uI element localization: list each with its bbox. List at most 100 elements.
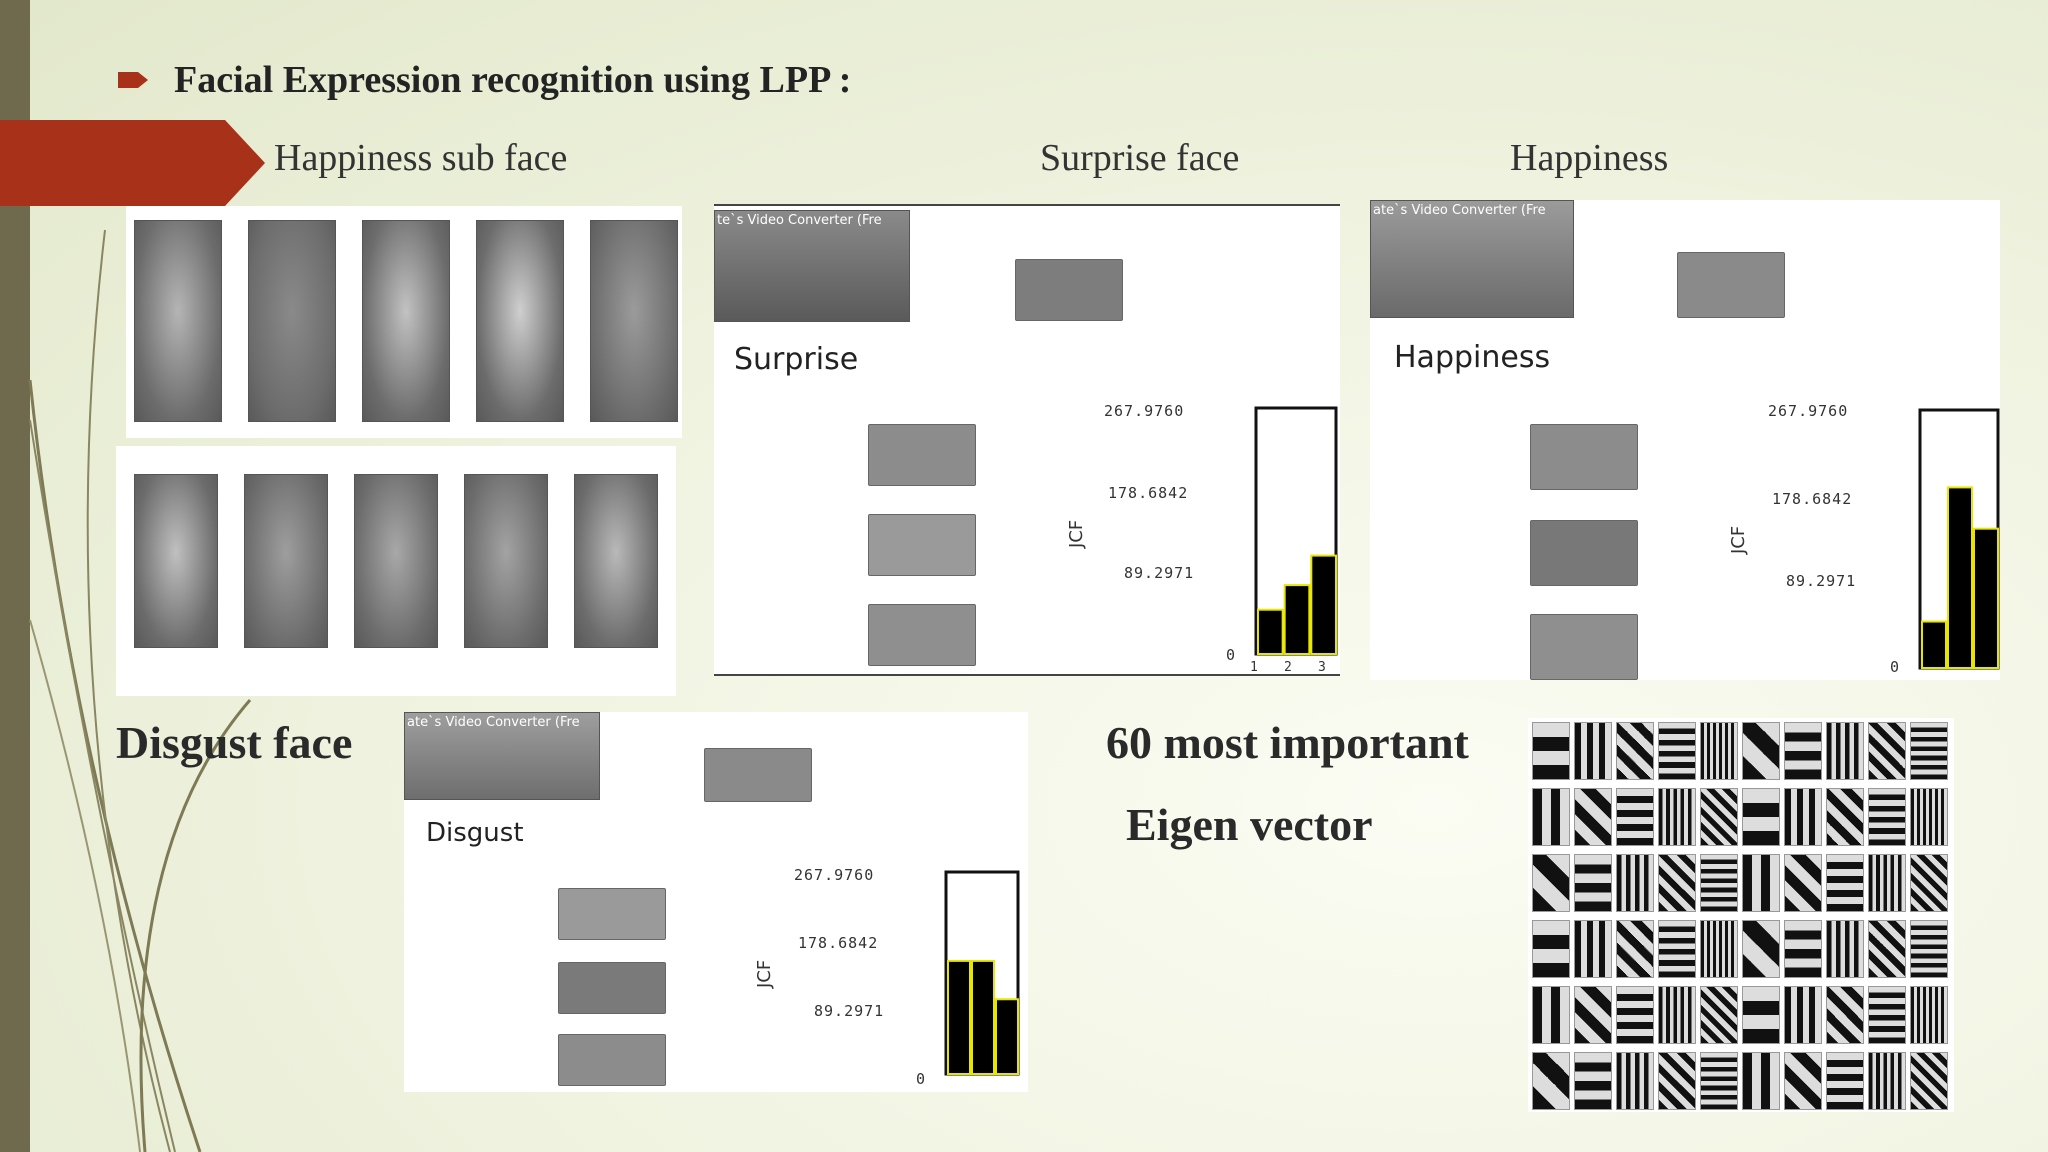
eigen-vector-tile bbox=[1826, 920, 1864, 978]
sub-face-image bbox=[134, 474, 218, 648]
eigen-vector-tile bbox=[1700, 920, 1738, 978]
eigen-vector-tile bbox=[1784, 722, 1822, 780]
surprise-sub-face-3 bbox=[868, 604, 976, 666]
bar-3 bbox=[995, 998, 1019, 1075]
surprise-webcam-frame: te`s Video Converter (Fre bbox=[714, 210, 910, 322]
bar-1 bbox=[1257, 608, 1284, 655]
eigen-vector-tile bbox=[1910, 788, 1948, 846]
sub-face-image bbox=[464, 474, 548, 648]
eigen-vector-tile bbox=[1742, 986, 1780, 1044]
eigen-vector-tile bbox=[1700, 986, 1738, 1044]
eigen-vector-tile bbox=[1742, 788, 1780, 846]
eigen-vector-tile bbox=[1700, 722, 1738, 780]
eigen-vector-tile bbox=[1910, 986, 1948, 1044]
window-title: ate`s Video Converter (Fre bbox=[1373, 203, 1546, 218]
eigen-vector-tile bbox=[1742, 920, 1780, 978]
eigen-vector-tile bbox=[1616, 1052, 1654, 1110]
disgust-sub-face-3 bbox=[558, 1034, 666, 1086]
window-title: ate`s Video Converter (Fre bbox=[407, 715, 580, 730]
label-happiness-sub-face: Happiness sub face bbox=[274, 137, 568, 179]
subface-grid-top bbox=[126, 206, 682, 438]
eigen-vector-tile bbox=[1868, 1052, 1906, 1110]
tick-2: 178.6842 bbox=[1772, 490, 1853, 508]
eigen-vector-tile bbox=[1574, 986, 1612, 1044]
x-tick-3: 3 bbox=[1318, 660, 1327, 675]
sub-face-image bbox=[244, 474, 328, 648]
label-happiness: Happiness bbox=[1510, 137, 1669, 179]
eigen-vector-tile bbox=[1616, 722, 1654, 780]
eigen-vector-tile bbox=[1742, 1052, 1780, 1110]
sub-face-image bbox=[590, 220, 678, 422]
tick-3: 89.2971 bbox=[1124, 564, 1195, 582]
tick-1: 267.9760 bbox=[1768, 402, 1849, 420]
happiness-sub-face-3 bbox=[1530, 614, 1638, 680]
eigen-vector-tile bbox=[1868, 722, 1906, 780]
x-tick-2: 2 bbox=[1284, 660, 1293, 675]
eigen-vector-tile bbox=[1868, 920, 1906, 978]
tick-0: 0 bbox=[916, 1070, 927, 1088]
bar-2 bbox=[971, 959, 995, 1075]
eigen-vector-tile bbox=[1868, 986, 1906, 1044]
y-axis-label: JCF bbox=[1728, 525, 1749, 554]
disgust-detected-face bbox=[704, 748, 812, 802]
label-eigen-line1: 60 most important bbox=[1106, 717, 1469, 768]
label-disgust-face: Disgust face bbox=[116, 717, 353, 768]
eigen-vector-tile bbox=[1616, 920, 1654, 978]
eigen-vector-tile bbox=[1910, 1052, 1948, 1110]
eigen-vector-tile bbox=[1784, 1052, 1822, 1110]
expression-label: Happiness bbox=[1394, 340, 1551, 375]
eigen-vector-tile bbox=[1826, 1052, 1864, 1110]
eigen-vector-tile bbox=[1574, 788, 1612, 846]
eigen-vector-tile bbox=[1910, 920, 1948, 978]
disgust-sub-face-2 bbox=[558, 962, 666, 1014]
subface-grid-bottom bbox=[116, 446, 676, 696]
happiness-sub-face-2 bbox=[1530, 520, 1638, 586]
disgust-bar-chart bbox=[944, 870, 1020, 1076]
eigen-vector-tile bbox=[1742, 722, 1780, 780]
disgust-sub-face-1 bbox=[558, 888, 666, 940]
eigen-vector-tile bbox=[1532, 986, 1570, 1044]
eigen-vector-tile bbox=[1826, 788, 1864, 846]
sub-face-image bbox=[574, 474, 658, 648]
bar-1 bbox=[1921, 620, 1947, 669]
eigen-vector-tile bbox=[1700, 788, 1738, 846]
arrow-bullet-icon bbox=[118, 72, 148, 88]
surprise-sub-face-2 bbox=[868, 514, 976, 576]
eigen-vector-tile bbox=[1700, 1052, 1738, 1110]
eigen-vector-tile bbox=[1784, 788, 1822, 846]
bar-1 bbox=[947, 959, 971, 1075]
sub-face-image bbox=[476, 220, 564, 422]
happiness-bar-chart bbox=[1918, 408, 2000, 670]
eigen-vector-tile bbox=[1574, 920, 1612, 978]
surprise-panel: te`s Video Converter (Fre Surprise 267.9… bbox=[714, 204, 1340, 676]
eigen-vector-tile bbox=[1658, 722, 1696, 780]
decorative-swoosh bbox=[28, 229, 252, 1152]
tick-0: 0 bbox=[1226, 646, 1237, 664]
eigen-vector-tile bbox=[1616, 854, 1654, 912]
y-axis-label: JCF bbox=[754, 959, 775, 988]
tick-3: 89.2971 bbox=[814, 1002, 885, 1020]
eigen-vector-tile bbox=[1616, 986, 1654, 1044]
sub-face-image bbox=[362, 220, 450, 422]
eigen-vector-tile bbox=[1826, 854, 1864, 912]
eigen-vector-grid bbox=[1528, 718, 1954, 1112]
eigen-vector-tile bbox=[1784, 986, 1822, 1044]
eigen-vector-tile bbox=[1658, 920, 1696, 978]
bar-3 bbox=[1973, 527, 1999, 670]
eigen-vector-tile bbox=[1868, 854, 1906, 912]
tick-2: 178.6842 bbox=[798, 934, 879, 952]
disgust-panel: ate`s Video Converter (Fre Disgust 267.9… bbox=[404, 712, 1028, 1092]
happiness-panel: ate`s Video Converter (Fre Happiness 267… bbox=[1370, 200, 2000, 680]
bar-3 bbox=[1310, 554, 1337, 656]
title-row: Facial Expression recognition using LPP … bbox=[118, 58, 851, 102]
label-eigen-line2: Eigen vector bbox=[1126, 799, 1373, 850]
expression-label: Disgust bbox=[426, 818, 524, 848]
eigen-vector-tile bbox=[1532, 920, 1570, 978]
eigen-vector-tile bbox=[1616, 788, 1654, 846]
eigen-vector-tile bbox=[1868, 788, 1906, 846]
eigen-vector-tile bbox=[1742, 854, 1780, 912]
eigen-vector-tile bbox=[1574, 854, 1612, 912]
eigen-vector-tile bbox=[1826, 986, 1864, 1044]
bar-2 bbox=[1283, 584, 1311, 655]
eigen-vector-tile bbox=[1784, 920, 1822, 978]
